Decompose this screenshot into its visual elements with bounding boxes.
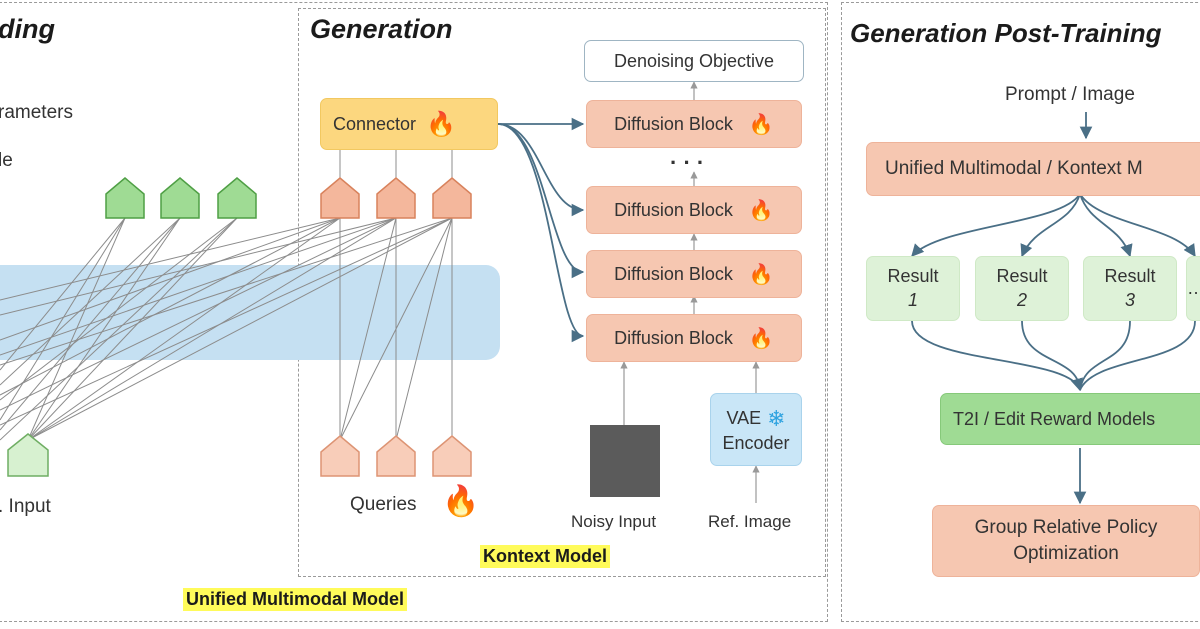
vae-encoder-box: VAE ❄ Encoder: [710, 393, 802, 466]
diffusion-block-top: Diffusion Block 🔥: [586, 100, 802, 148]
unified-model-label: Unified Multimodal / Kontext M: [885, 158, 1143, 179]
denoising-objective-box: Denoising Objective: [584, 40, 804, 82]
reward-models-label: T2I / Edit Reward Models: [953, 408, 1156, 429]
connector-label: Connector: [333, 113, 417, 134]
queries-label: Queries: [350, 494, 417, 515]
legend-parameters: rameters: [0, 102, 73, 123]
understanding-input-label: . Input: [0, 496, 51, 517]
flame-icon: 🔥: [748, 113, 774, 136]
result-1: Result 1: [866, 256, 960, 321]
result-3: Result 3: [1083, 256, 1177, 321]
understanding-title: ding: [0, 14, 55, 44]
flame-icon: 🔥: [748, 199, 774, 222]
result-number: 3: [1124, 289, 1135, 310]
reward-models-box: T2I / Edit Reward Models: [940, 393, 1200, 445]
diffusion-block-label: Diffusion Block: [614, 113, 733, 134]
diffusion-block-label: Diffusion Block: [614, 263, 733, 284]
result-2: Result 2: [975, 256, 1069, 321]
result-number: 2: [1016, 289, 1027, 310]
generation-title: Generation: [310, 14, 453, 44]
result-more-label: …: [1187, 277, 1200, 300]
result-label: Result: [996, 266, 1048, 287]
vae-label: VAE: [726, 408, 762, 428]
attention-lines: [0, 150, 453, 441]
legend-line2: le: [0, 150, 13, 171]
flame-icon: 🔥: [442, 485, 480, 518]
noisy-input-image: [590, 425, 660, 497]
diffusion-block-2: Diffusion Block 🔥: [586, 186, 802, 234]
flame-icon: 🔥: [748, 327, 774, 350]
grpo-box: Group Relative Policy Optimization: [932, 505, 1200, 577]
diffusion-block-bottom: Diffusion Block 🔥: [586, 314, 802, 362]
denoising-objective-label: Denoising Objective: [613, 50, 775, 71]
post-training-frame: [841, 2, 1200, 622]
unified-multimodal-model-tag: Unified Multimodal Model: [183, 588, 407, 611]
post-training-title: Generation Post-Training: [850, 18, 1162, 48]
grpo-line2: Optimization: [1013, 543, 1119, 564]
diffusion-block-label: Diffusion Block: [614, 199, 733, 220]
diffusion-block-label: Diffusion Block: [614, 327, 733, 348]
kontext-model-tag: Kontext Model: [480, 545, 610, 568]
noisy-input-label: Noisy Input: [571, 512, 657, 531]
result-label: Result: [887, 266, 939, 287]
result-label: Result: [1104, 266, 1156, 287]
flame-icon: 🔥: [426, 110, 456, 138]
connector-box: Connector 🔥: [320, 98, 498, 150]
stack-ellipsis: · · ·: [670, 150, 705, 175]
connector-arrows: [497, 117, 585, 343]
unified-model-box: Unified Multimodal / Kontext M: [866, 142, 1200, 196]
understanding-frame: [0, 2, 828, 622]
result-number: 1: [907, 289, 918, 310]
post-arrows: [911, 112, 1196, 505]
result-more: …: [1186, 256, 1200, 321]
query-input-tokens: [320, 435, 472, 477]
diffusion-block-3: Diffusion Block 🔥: [586, 250, 802, 298]
flame-icon: 🔥: [748, 263, 774, 286]
stack-arrows: [620, 81, 760, 503]
prompt-image-label: Prompt / Image: [1005, 84, 1135, 105]
encoder-label: Encoder: [722, 433, 790, 453]
grpo-line1: Group Relative Policy: [974, 517, 1158, 539]
understanding-input-token: [7, 433, 49, 477]
snowflake-icon: ❄: [767, 405, 786, 431]
query-output-tokens: [320, 177, 472, 219]
understanding-output-tokens: [105, 177, 257, 219]
ref-image-label: Ref. Image: [708, 512, 792, 531]
